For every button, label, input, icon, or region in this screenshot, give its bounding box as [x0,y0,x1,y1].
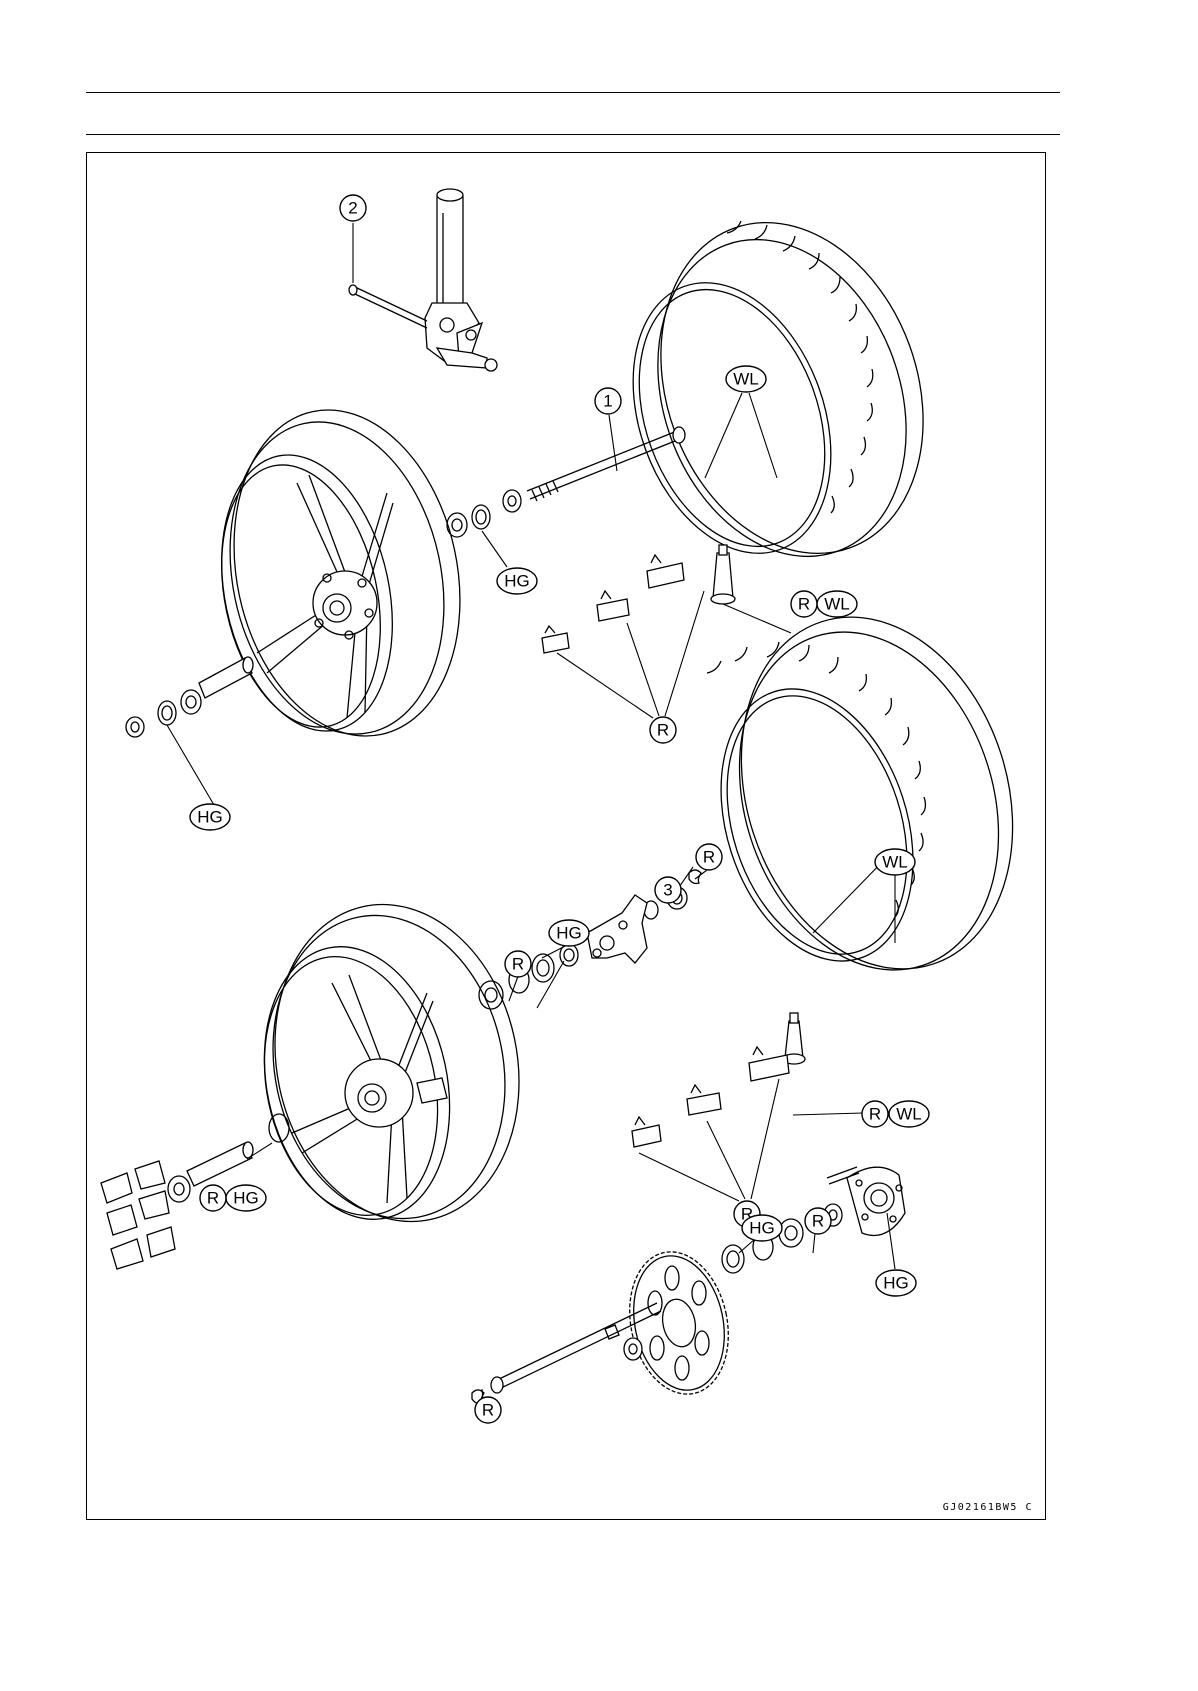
front-valve [711,545,735,604]
callout-r-front-valve: R [791,591,817,617]
svg-text:R: R [798,595,810,614]
front-balance-weight-b [597,591,629,621]
callout-wl-rear-tire: WL [875,849,915,875]
figure-code: GJ02161BW5 C [943,1502,1033,1513]
callout-wl-rear-valve: WL [889,1101,929,1127]
front-fork-leg [425,189,497,371]
front-left-spacer-tube [199,657,253,698]
svg-text:HG: HG [233,1189,259,1208]
svg-text:1: 1 [603,392,612,411]
svg-text:WL: WL [896,1105,922,1124]
callout-hg-coupling-seal: HG [742,1215,782,1241]
front-axle [527,427,685,501]
callout-wl-front-tire: WL [726,366,766,392]
exploded-view-frame: 2 1 WL HG R WL R HG R 3 WL HG R R [86,152,1046,1520]
front-wheel [198,389,489,758]
callout-hg-front-left: HG [190,804,230,830]
rear-tire [688,582,1047,1005]
rear-left-spacer-tube [187,1142,253,1186]
rear-balance-weight-c [749,1047,789,1081]
svg-text:R: R [207,1189,219,1208]
front-balance-weight-c [647,555,684,588]
svg-text:WL: WL [824,595,850,614]
svg-text:HG: HG [883,1274,909,1293]
rear-balance-weight-a [632,1117,661,1147]
svg-text:WL: WL [733,370,759,389]
svg-text:R: R [512,955,524,974]
svg-text:R: R [657,721,669,740]
svg-text:R: R [812,1212,824,1231]
svg-text:HG: HG [556,924,582,943]
front-left-bearing [181,690,201,714]
svg-text:HG: HG [504,572,530,591]
svg-text:R: R [703,848,715,867]
rear-axle-clip-right [689,870,701,884]
rear-caliper-bracket [587,895,647,963]
coupling-seal [722,1245,744,1273]
callout-hg-rear-right: HG [549,920,589,946]
caliper-bolt [349,285,427,328]
header-rule-top [86,92,1060,93]
svg-text:HG: HG [749,1219,775,1238]
rear-wheel [240,882,547,1245]
callout-3-rear-collar: 3 [655,877,681,903]
svg-text:2: 2 [348,199,357,218]
svg-text:HG: HG [197,808,223,827]
front-tire [598,185,968,591]
callout-r-rear-snap-ring: R [505,951,531,977]
callout-r-o-ring: R [200,1185,226,1211]
callout-2-bolt: 2 [340,195,366,221]
svg-text:R: R [482,1401,494,1420]
rear-right-bearing [479,981,503,1009]
rear-balance-weight-b [687,1085,721,1115]
callout-hg-front-right: HG [497,568,537,594]
header-rule-bottom [86,134,1060,135]
coupling-bearing [779,1219,803,1247]
svg-text:WL: WL [882,853,908,872]
callout-r-rear-axle-clip: R [475,1397,501,1423]
front-balance-weight-a [542,626,569,653]
rear-left-bearing [168,1176,190,1202]
rear-hub-damper [101,1161,175,1269]
front-left-collar [126,717,144,737]
callout-hg-coupling-bearing: HG [876,1270,916,1296]
front-right-seal [472,505,490,529]
callout-r-front-weights: R [650,717,676,743]
svg-text:3: 3 [663,881,672,900]
sprocket-coupling [847,1167,905,1235]
callout-1-front-axle: 1 [595,388,621,414]
callout-r-coupling-snap-ring: R [805,1208,831,1234]
wheel-exploded-diagram: 2 1 WL HG R WL R HG R 3 WL HG R R [87,153,1047,1521]
callout-hg-o-ring: HG [226,1185,266,1211]
rear-axle-collar-left [624,1338,642,1360]
front-left-seal [158,701,176,725]
callout-r-rear-clip: R [696,844,722,870]
svg-text:R: R [869,1105,881,1124]
rear-right-seal [532,954,554,982]
callout-r-rear-valve: R [862,1101,888,1127]
front-right-spacer [503,490,521,512]
callout-wl-front-valve: WL [817,591,857,617]
